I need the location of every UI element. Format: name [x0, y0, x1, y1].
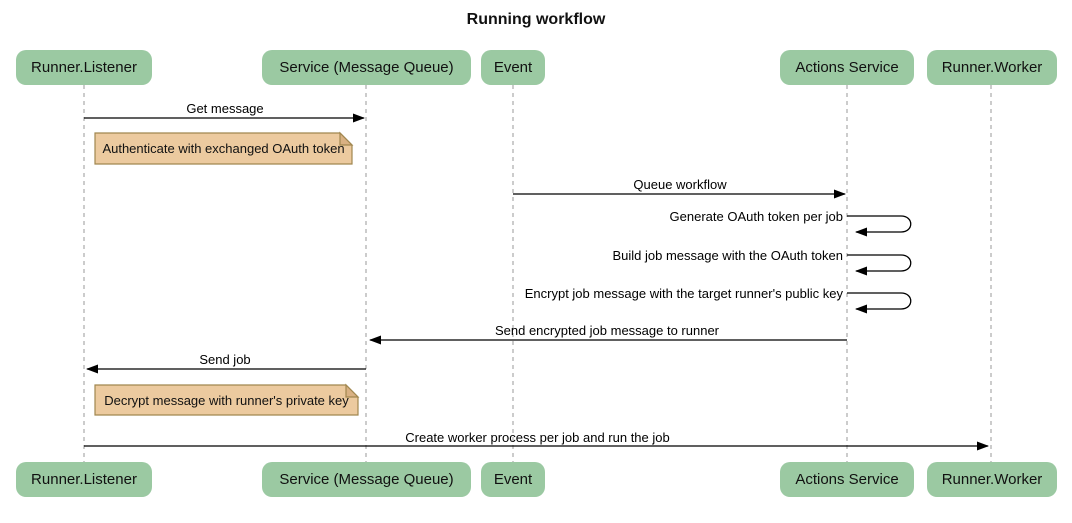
message-label-queue-workflow: Queue workflow [633, 177, 727, 192]
note-authenticate-oauth: Authenticate with exchanged OAuth token [102, 141, 345, 156]
note-shapes [94, 131, 360, 416]
participant-event-bottom: Event [481, 462, 545, 497]
message-label-send-encrypted-job-message: Send encrypted job message to runner [494, 323, 720, 338]
participant-actions-service-top: Actions Service [780, 50, 914, 85]
participant-runner-listener-bottom: Runner.Listener [16, 462, 152, 497]
message-label-build-job-message: Build job message with the OAuth token [612, 248, 843, 263]
note-decrypt-private-key: Decrypt message with runner's private ke… [104, 392, 349, 408]
note-fold-decrypt [345, 383, 360, 398]
message-label-encrypt-job-message: Encrypt job message with the target runn… [524, 286, 843, 301]
lifelines [83, 85, 992, 462]
message-label-get-message: Get message [186, 101, 264, 116]
self-loop-build-job-message [847, 254, 912, 276]
note-shape-decrypt [94, 384, 359, 416]
participant-service-message-queue-bottom: Service (Message Queue) [262, 462, 471, 497]
note-fold-authenticate [339, 131, 354, 146]
message-label-create-worker-process: Create worker process per job and run th… [405, 430, 670, 445]
participant-service-message-queue-top: Service (Message Queue) [262, 50, 471, 85]
participant-runner-listener-top: Runner.Listener [16, 50, 152, 85]
self-loop-generate-oauth [847, 215, 912, 237]
message-arrows [84, 113, 989, 451]
diagram-title: Running workflow [466, 11, 606, 28]
participant-runner-worker-bottom: Runner.Worker [927, 462, 1057, 497]
note-shape-authenticate [94, 132, 353, 165]
participant-event-top: Event [481, 50, 545, 85]
participant-runner-worker-top: Runner.Worker [927, 50, 1057, 85]
self-loop-encrypt-job-message [847, 292, 912, 314]
participant-actions-service-bottom: Actions Service [780, 462, 914, 497]
message-label-generate-oauth: Generate OAuth token per job [669, 209, 843, 224]
message-label-send-job: Send job [199, 352, 251, 367]
